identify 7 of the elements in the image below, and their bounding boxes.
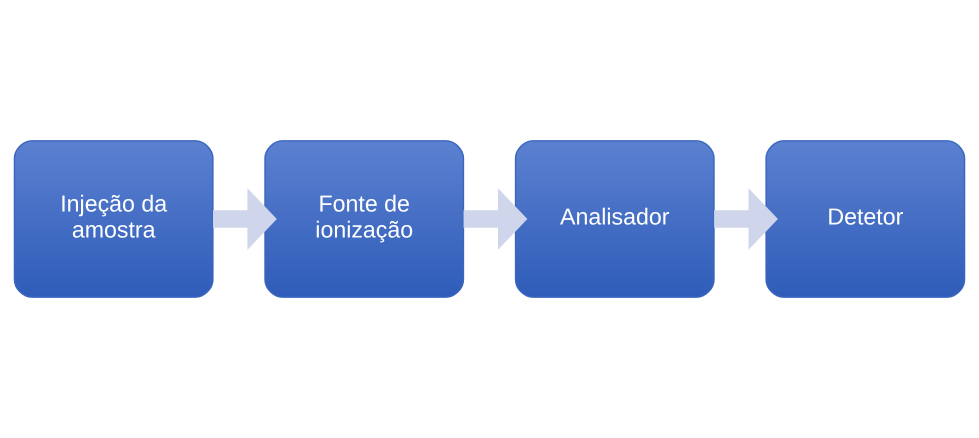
node-box: Analisador <box>514 140 715 298</box>
node-box: Detetor <box>765 140 966 298</box>
arrow <box>714 188 778 250</box>
node-box: Injeção da amostra <box>14 140 214 298</box>
node-box: Fonte de ionização <box>264 140 464 298</box>
arrow <box>464 188 528 250</box>
arrow <box>213 188 277 250</box>
